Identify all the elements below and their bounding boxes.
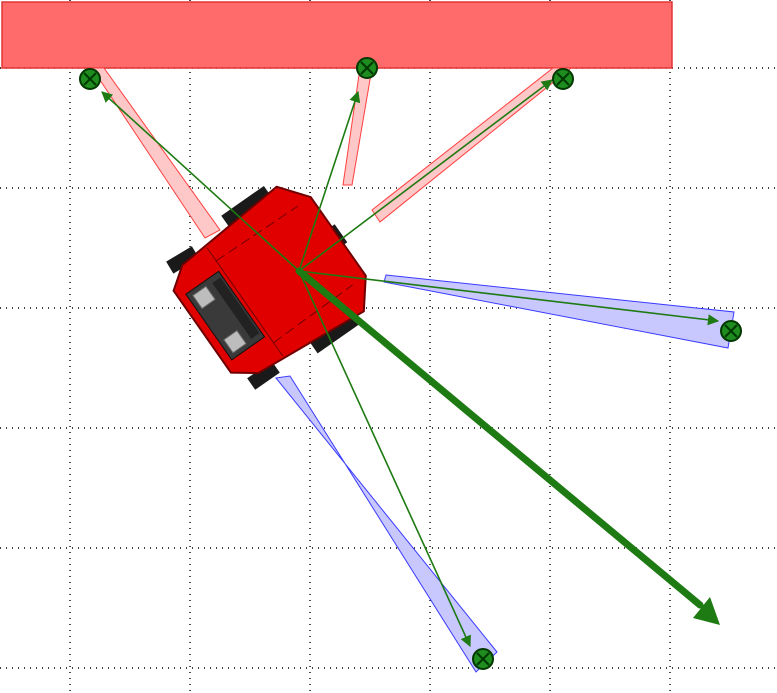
crossed-circle-icon <box>552 68 574 90</box>
robot-top-module-front <box>212 277 260 339</box>
robot-wheel <box>166 246 200 274</box>
crossed-circle-icon <box>472 648 494 670</box>
robot-panel-line <box>206 247 284 357</box>
sensor-vector-front-center <box>298 90 361 272</box>
crossed-circle-icon <box>79 68 101 90</box>
sensor-markers <box>79 57 742 670</box>
sensor-cone-right <box>383 274 735 349</box>
sensor-vector-front-right <box>298 79 553 272</box>
crossed-circle-icon <box>356 57 378 79</box>
crossed-circle-icon <box>720 320 742 342</box>
resultant-vector <box>295 267 720 625</box>
sensor-cone-front-left <box>91 67 221 239</box>
robot-panel-line <box>273 284 353 344</box>
sensor-vector-right <box>298 270 720 326</box>
sensor-cones <box>91 67 735 673</box>
robot-wheel <box>247 361 280 390</box>
resultant-vector-shaft <box>295 267 704 609</box>
wall-obstacle <box>1 1 673 69</box>
sensor-cone-front-right <box>371 67 573 223</box>
sensor-vectors <box>101 79 720 648</box>
sensor-cone-rear <box>275 375 498 673</box>
sensor-vector-rear <box>298 270 471 648</box>
sensor-vector-front-left <box>101 91 300 272</box>
robot-sensor-pad <box>223 329 247 354</box>
robot-wheel <box>221 185 274 229</box>
robot-car-icon <box>166 185 367 390</box>
robot-sensor-pad <box>192 285 216 310</box>
arrowhead-icon <box>693 597 720 625</box>
